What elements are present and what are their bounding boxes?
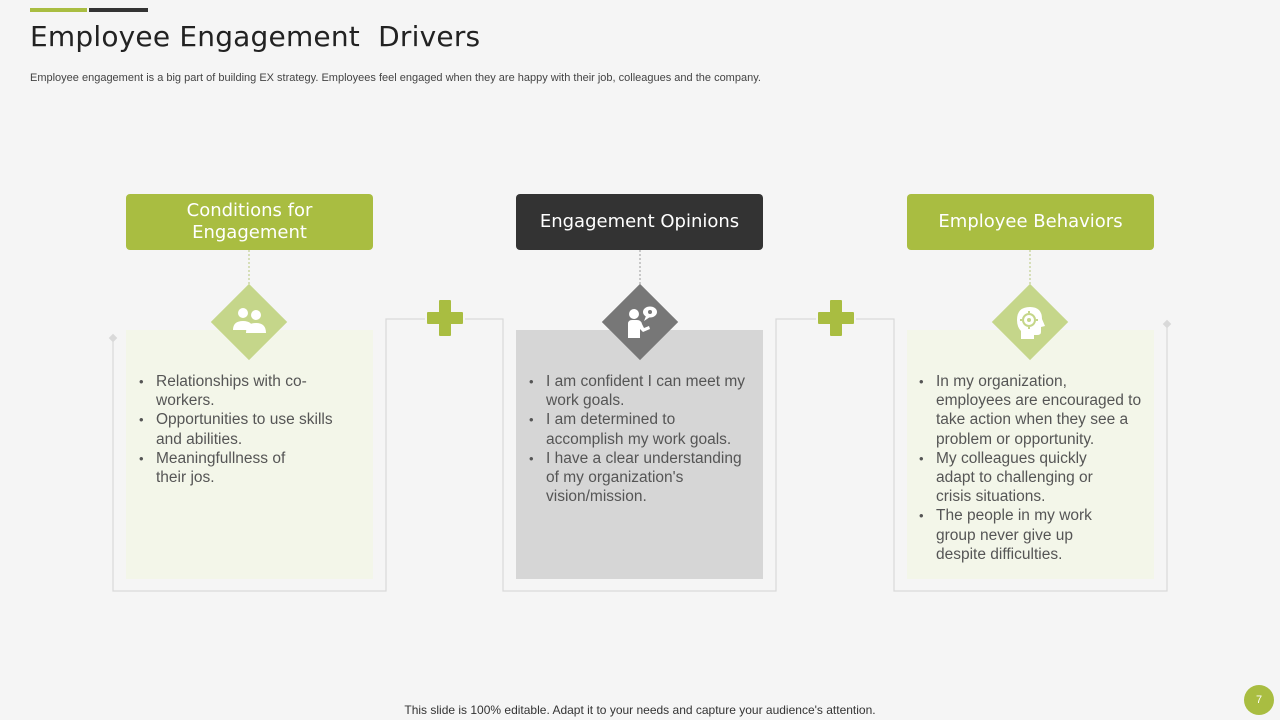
slide-subtitle: Employee engagement is a big part of bui… bbox=[30, 72, 761, 84]
header-engagement-opinions: Engagement Opinions bbox=[516, 194, 763, 250]
list-item: I am determined to accomplish my work go… bbox=[527, 410, 752, 448]
list-item: I am confident I can meet my work goals. bbox=[527, 372, 752, 410]
top-accent-bar-dark bbox=[89, 8, 148, 12]
plus-icon bbox=[427, 300, 463, 336]
page-number-badge: 7 bbox=[1244, 685, 1274, 715]
list-item: The people in my work group never give u… bbox=[917, 506, 1102, 564]
header-employee-behaviors: Employee Behaviors bbox=[907, 194, 1154, 250]
list-item: I have a clear understanding of my organ… bbox=[527, 449, 752, 507]
bullet-list-opinions: I am confident I can meet my work goals.… bbox=[527, 372, 752, 506]
bullet-list-behaviors: In my organization, employees are encour… bbox=[917, 372, 1142, 564]
footer-note: This slide is 100% editable. Adapt it to… bbox=[404, 703, 876, 717]
people-icon bbox=[233, 308, 266, 333]
head-gear-icon bbox=[1017, 307, 1045, 339]
list-item: In my organization, employees are encour… bbox=[917, 372, 1142, 449]
list-item: Relationships with co-workers. bbox=[137, 372, 362, 410]
header-conditions-for-engagement: Conditions for Engagement bbox=[126, 194, 373, 250]
bullet-list-conditions: Relationships with co-workers. Opportuni… bbox=[137, 372, 362, 487]
list-item: My colleagues quickly adapt to challengi… bbox=[917, 449, 1127, 507]
list-item: Opportunities to use skills and abilitie… bbox=[137, 410, 362, 448]
top-accent-bar-green bbox=[30, 8, 87, 12]
list-item: Meaningfullness of their jos. bbox=[137, 449, 317, 487]
slide-title: Employee Engagement Drivers bbox=[30, 20, 481, 53]
plus-icon bbox=[818, 300, 854, 336]
person-speech-icon bbox=[628, 306, 657, 338]
